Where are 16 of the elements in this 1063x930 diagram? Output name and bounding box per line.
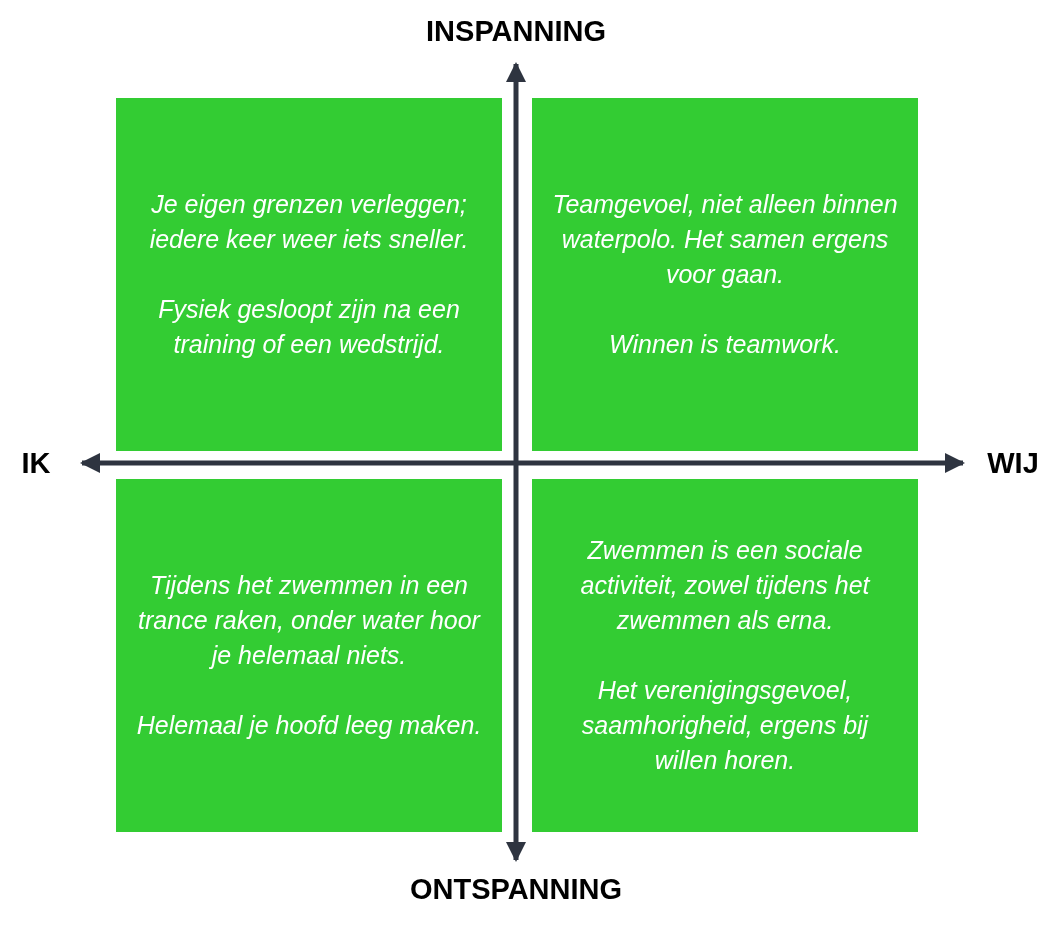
quadrant-text: Fysiek gesloopt zijn na een training of een wedstrijd. bbox=[157, 294, 461, 360]
axis-label: WIJ bbox=[987, 446, 1039, 480]
axis-label: ONTSPANNING bbox=[409, 872, 623, 906]
quadrant-text: Helemaal je hoofd leeg maken. bbox=[136, 710, 482, 741]
axis-label: INSPANNING bbox=[426, 14, 606, 48]
axis-label: IK bbox=[21, 446, 51, 480]
quadrant-box bbox=[116, 98, 502, 451]
quadrant-box bbox=[532, 98, 918, 451]
quadrant-text: Teamgevoel, niet alleen binnen waterpolo. Het samen ergens voor gaan. bbox=[551, 189, 899, 290]
quadrant-box bbox=[532, 479, 918, 832]
quadrant-text: Je eigen grenzen verleggen; iedere keer weer iets sneller. bbox=[148, 189, 470, 255]
quadrant-text: Tijdens het zwemmen in een trance raken, onder water hoor je helemaal niets. bbox=[137, 570, 482, 671]
quadrant-text: Winnen is teamwork. bbox=[609, 329, 841, 360]
quadrant-text: Het verenigingsgevoel, saamhorigheid, ergens bij willen horen. bbox=[580, 675, 870, 776]
quadrant-box bbox=[116, 479, 502, 832]
quadrant-text: Zwemmen is een sociale activiteit, zowel tijdens het zwemmen als erna. bbox=[579, 535, 872, 636]
